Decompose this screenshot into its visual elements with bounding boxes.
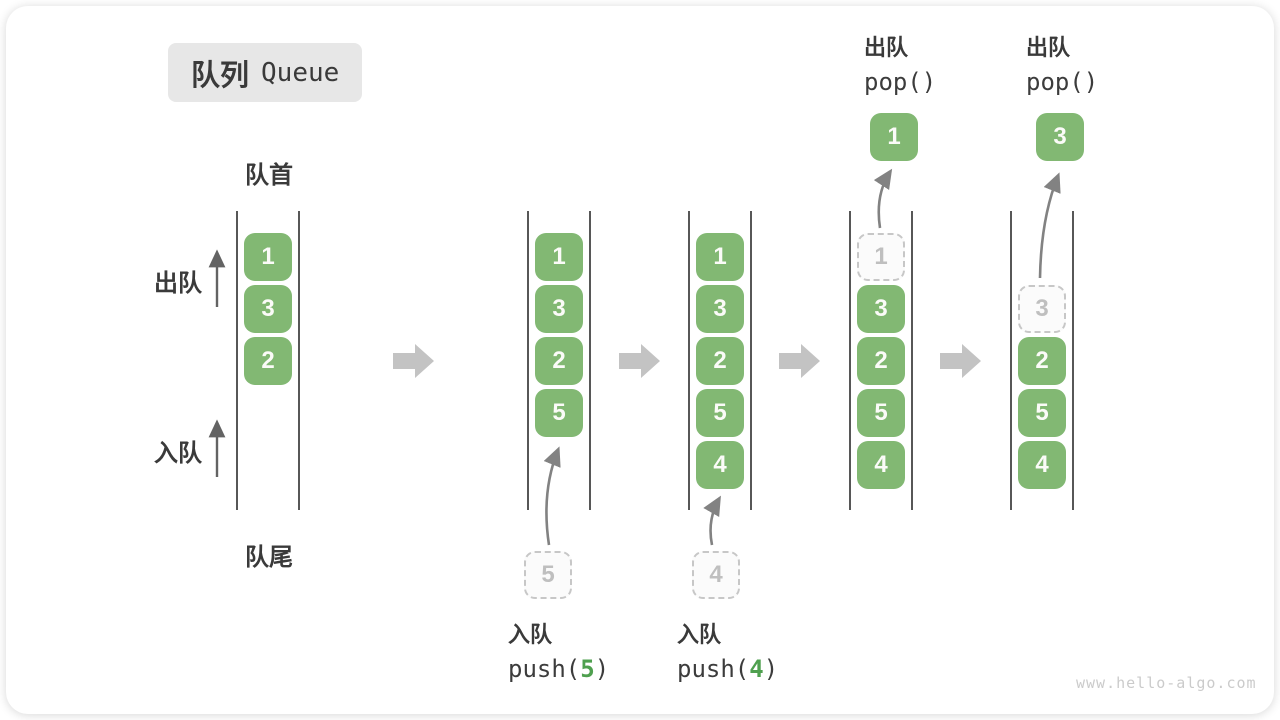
queue-item: 1 xyxy=(696,233,744,281)
push-code-label: push(5) xyxy=(508,652,609,687)
push-code-label: push(4) xyxy=(677,652,778,687)
queue-item: 3 xyxy=(535,285,583,333)
queue-item: 3 xyxy=(244,285,292,333)
queue-item: 5 xyxy=(696,389,744,437)
queue-item: 3 xyxy=(857,285,905,333)
queue-item: 1 xyxy=(535,233,583,281)
queue-item: 5 xyxy=(857,389,905,437)
op-label-push-2: 入队 push(4) xyxy=(677,617,778,687)
push-action-label: 入队 xyxy=(508,622,553,647)
queue-item: 2 xyxy=(696,337,744,385)
pop-action-label: 出队 xyxy=(864,35,909,60)
queue-item: 1 xyxy=(244,233,292,281)
pop-action-label: 出队 xyxy=(1026,35,1071,60)
push-code-open: push( xyxy=(508,655,581,683)
queue-channel xyxy=(1010,211,1074,510)
queue-item: 2 xyxy=(244,337,292,385)
queue-channel xyxy=(849,211,913,510)
pop-code-label: pop() xyxy=(864,68,937,96)
label-queue-rear: 队尾 xyxy=(245,544,293,571)
queue-item: 2 xyxy=(857,337,905,385)
queue-item: 2 xyxy=(1018,337,1066,385)
queue-item-ghost: 1 xyxy=(857,233,905,281)
queue-channel xyxy=(688,211,752,510)
push-code-close: ) xyxy=(763,655,779,683)
push-code-open: push( xyxy=(677,655,750,683)
push-action-label: 入队 xyxy=(677,622,722,647)
queue-channel xyxy=(527,211,591,510)
queue-item: 4 xyxy=(696,441,744,489)
op-label-push-1: 入队 push(5) xyxy=(508,617,609,687)
queue-item: 3 xyxy=(696,285,744,333)
queue-item: 5 xyxy=(1018,389,1066,437)
queue-item: 5 xyxy=(535,389,583,437)
queue-item: 4 xyxy=(1018,441,1066,489)
title-en: Queue xyxy=(261,57,340,88)
queue-item: 2 xyxy=(535,337,583,385)
push-arg: 4 xyxy=(749,655,764,683)
push-arg: 5 xyxy=(580,655,595,683)
diagram-card xyxy=(6,6,1274,714)
queue-item-popped: 1 xyxy=(870,113,918,161)
label-enqueue-side: 入队 xyxy=(154,440,202,467)
watermark: www.hello-algo.com xyxy=(1076,674,1257,692)
push-code-close: ) xyxy=(594,655,610,683)
queue-channel xyxy=(236,211,300,510)
title-zh: 队列 xyxy=(191,59,250,92)
label-dequeue-side: 出队 xyxy=(154,270,202,297)
title-badge: 队列 Queue xyxy=(168,43,363,102)
op-label-pop-1: 出队 pop() xyxy=(864,30,936,100)
queue-item-incoming: 5 xyxy=(524,551,572,599)
op-label-pop-2: 出队 pop() xyxy=(1026,30,1098,100)
queue-item-ghost: 3 xyxy=(1018,285,1066,333)
queue-item-incoming: 4 xyxy=(692,551,740,599)
pop-code-label: pop() xyxy=(1026,68,1099,96)
label-queue-front: 队首 xyxy=(245,162,293,189)
queue-item-popped: 3 xyxy=(1036,113,1084,161)
queue-item: 4 xyxy=(857,441,905,489)
